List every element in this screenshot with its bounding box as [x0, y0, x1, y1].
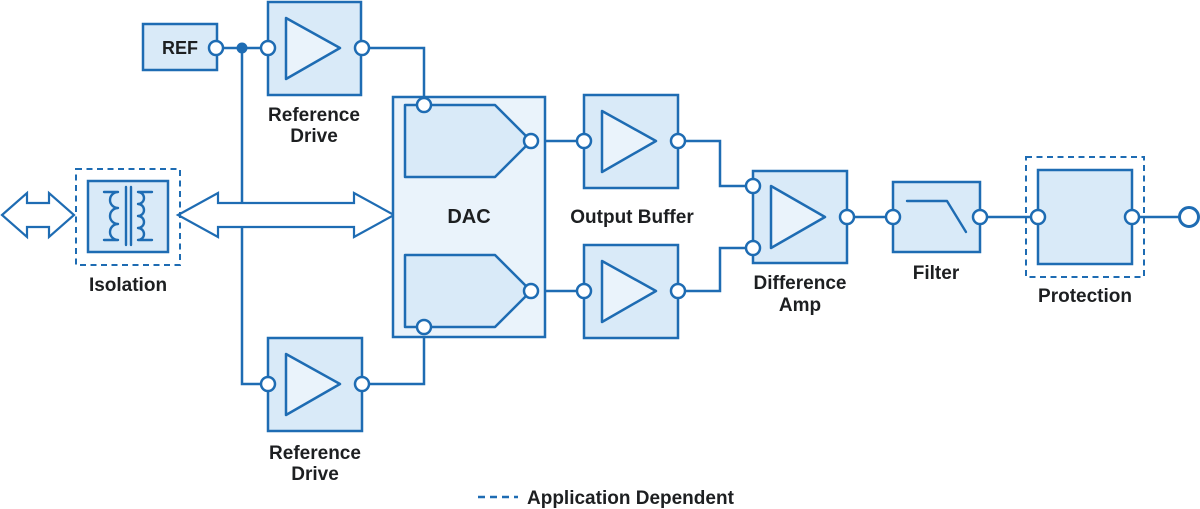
terminal-diffamp-input-top	[744, 177, 762, 195]
amplifier-triangle-icon	[284, 352, 342, 417]
junction-dot	[236, 42, 248, 54]
ref-label: REF	[162, 38, 198, 58]
wire-ref-to-bottom-refdrive	[240, 48, 268, 386]
dac-core-bottom-icon	[403, 253, 533, 329]
amplifier-triangle-icon	[600, 259, 658, 324]
protection-block	[1036, 168, 1134, 266]
external-bus-double-arrow-icon	[0, 190, 76, 240]
terminal-dac-top-output	[522, 132, 540, 150]
dac-label: DAC	[447, 206, 490, 228]
reference-drive-bottom-label-line1: Reference	[269, 443, 361, 464]
terminal-diffamp-output	[838, 208, 856, 226]
terminal-dac-bottom-ref-input	[415, 318, 433, 336]
terminal-refdrive-top-input	[259, 39, 277, 57]
wire-buffer-bottom-to-diffamp	[678, 246, 753, 293]
dac-core-top-icon	[403, 103, 533, 179]
terminal-diffamp-input-bottom	[744, 239, 762, 257]
terminal-buffer-bottom-input	[575, 282, 593, 300]
wire-refdrive-bottom-to-dac	[362, 327, 426, 386]
terminal-dac-bottom-output	[522, 282, 540, 300]
reference-drive-top-label-line2: Drive	[290, 126, 338, 147]
reference-drive-top-label-line1: Reference	[268, 105, 360, 126]
output-terminal	[1178, 206, 1200, 228]
terminal-filter-input	[884, 208, 902, 226]
transformer-right-coil	[136, 190, 154, 242]
terminal-buffer-bottom-output	[669, 282, 687, 300]
terminal-refdrive-bottom-input	[259, 375, 277, 393]
isolation-label: Isolation	[89, 275, 167, 296]
terminal-buffer-top-output	[669, 132, 687, 150]
amplifier-triangle-icon	[769, 184, 827, 250]
amplifier-triangle-icon	[600, 109, 658, 174]
terminal-buffer-top-input	[575, 132, 593, 150]
isolation-dashed-outline	[75, 168, 181, 266]
output-buffer-label: Output Buffer	[570, 207, 694, 228]
reference-drive-bottom-label-line2: Drive	[291, 464, 339, 485]
difference-amp-label-line2: Amp	[779, 295, 821, 316]
amplifier-triangle-icon	[284, 16, 342, 81]
isolation-to-dac-bus-double-arrow-icon	[175, 191, 397, 239]
protection-label: Protection	[1038, 286, 1132, 307]
terminal-refdrive-bottom-output	[353, 375, 371, 393]
terminal-protection-output	[1123, 208, 1141, 226]
terminal-refdrive-top-output	[353, 39, 371, 57]
filter-label: Filter	[913, 263, 960, 284]
legend-label: Application Dependent	[527, 488, 735, 509]
wire-buffer-top-to-diffamp	[678, 139, 753, 188]
protection-dashed-outline	[1025, 156, 1145, 278]
terminal-dac-top-ref-input	[415, 96, 433, 114]
wire-refdrive-top-to-dac	[362, 46, 426, 105]
terminal-protection-input	[1029, 208, 1047, 226]
lowpass-filter-icon	[905, 199, 968, 234]
difference-amp-label-line1: Difference	[754, 273, 847, 294]
terminal-ref-output	[207, 39, 225, 57]
terminal-filter-output	[971, 208, 989, 226]
isolation-block	[86, 179, 170, 254]
transformer-left-coil	[102, 190, 120, 242]
filter-block	[891, 180, 982, 254]
transformer-icon	[102, 185, 154, 247]
